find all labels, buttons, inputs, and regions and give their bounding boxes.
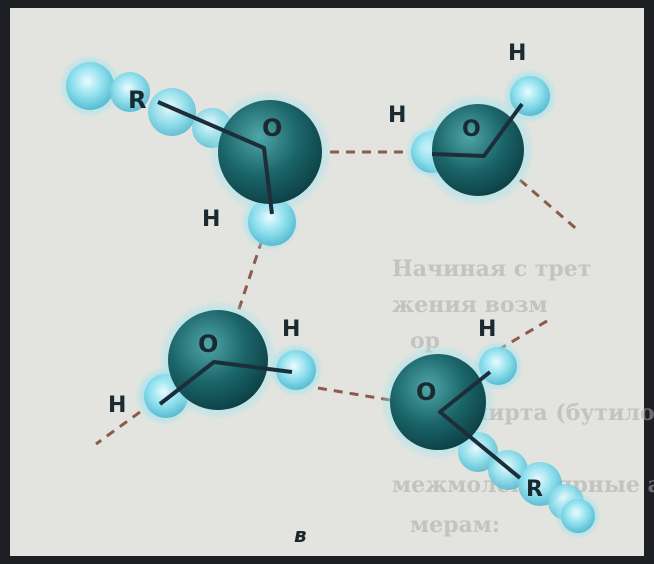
hydrogen-atom bbox=[276, 350, 316, 390]
molecule-bottom-right bbox=[382, 342, 600, 538]
label-h-bottom-left-right: H bbox=[282, 317, 300, 342]
figure-caption: в bbox=[294, 523, 307, 547]
label-r-bottom: R bbox=[526, 477, 543, 502]
label-o-top-right: O bbox=[462, 117, 481, 142]
bond-lines bbox=[157, 100, 274, 215]
label-o-top-left: O bbox=[262, 114, 282, 142]
oxygen-atom bbox=[432, 104, 524, 196]
bond-lines bbox=[158, 360, 293, 406]
label-h-top-left: H bbox=[202, 207, 220, 232]
hbond-left-vertical bbox=[236, 239, 264, 313]
label-h-top-right: H bbox=[508, 41, 526, 66]
label-h-bridge: H bbox=[388, 103, 406, 128]
background-text: Начиная с трет жения возм ор ного спирта… bbox=[392, 256, 654, 538]
label-h-bottom-right: H bbox=[478, 317, 496, 342]
label-h-bottom-left-left: H bbox=[108, 393, 126, 418]
hydrogen-bonds bbox=[95, 150, 581, 446]
hbond-middle bbox=[317, 386, 391, 402]
oxygen-atom bbox=[218, 100, 322, 204]
hbond-bottom-right-tail bbox=[497, 316, 553, 352]
oxygen-atom bbox=[390, 354, 486, 450]
bg-text-line: Начиная с трет bbox=[392, 256, 591, 282]
oxygen-atom bbox=[168, 310, 268, 410]
label-r-top: R bbox=[128, 86, 146, 114]
bg-text-line: жения возм bbox=[392, 292, 548, 318]
atom-labels: R O H H O H O H H O H R bbox=[108, 41, 543, 502]
molecule-top-right bbox=[406, 70, 556, 205]
bond-lines bbox=[438, 370, 522, 480]
bond-lines bbox=[431, 102, 524, 158]
alkyl-chain-top bbox=[60, 56, 232, 148]
bg-text-line: мерам: bbox=[410, 512, 500, 538]
label-o-bottom-right: O bbox=[416, 378, 436, 406]
hbond-top-right-tail bbox=[519, 178, 581, 234]
molecule-bottom-left bbox=[136, 302, 322, 424]
molecule-top-left bbox=[157, 92, 330, 250]
label-o-bottom-left: O bbox=[198, 330, 218, 358]
